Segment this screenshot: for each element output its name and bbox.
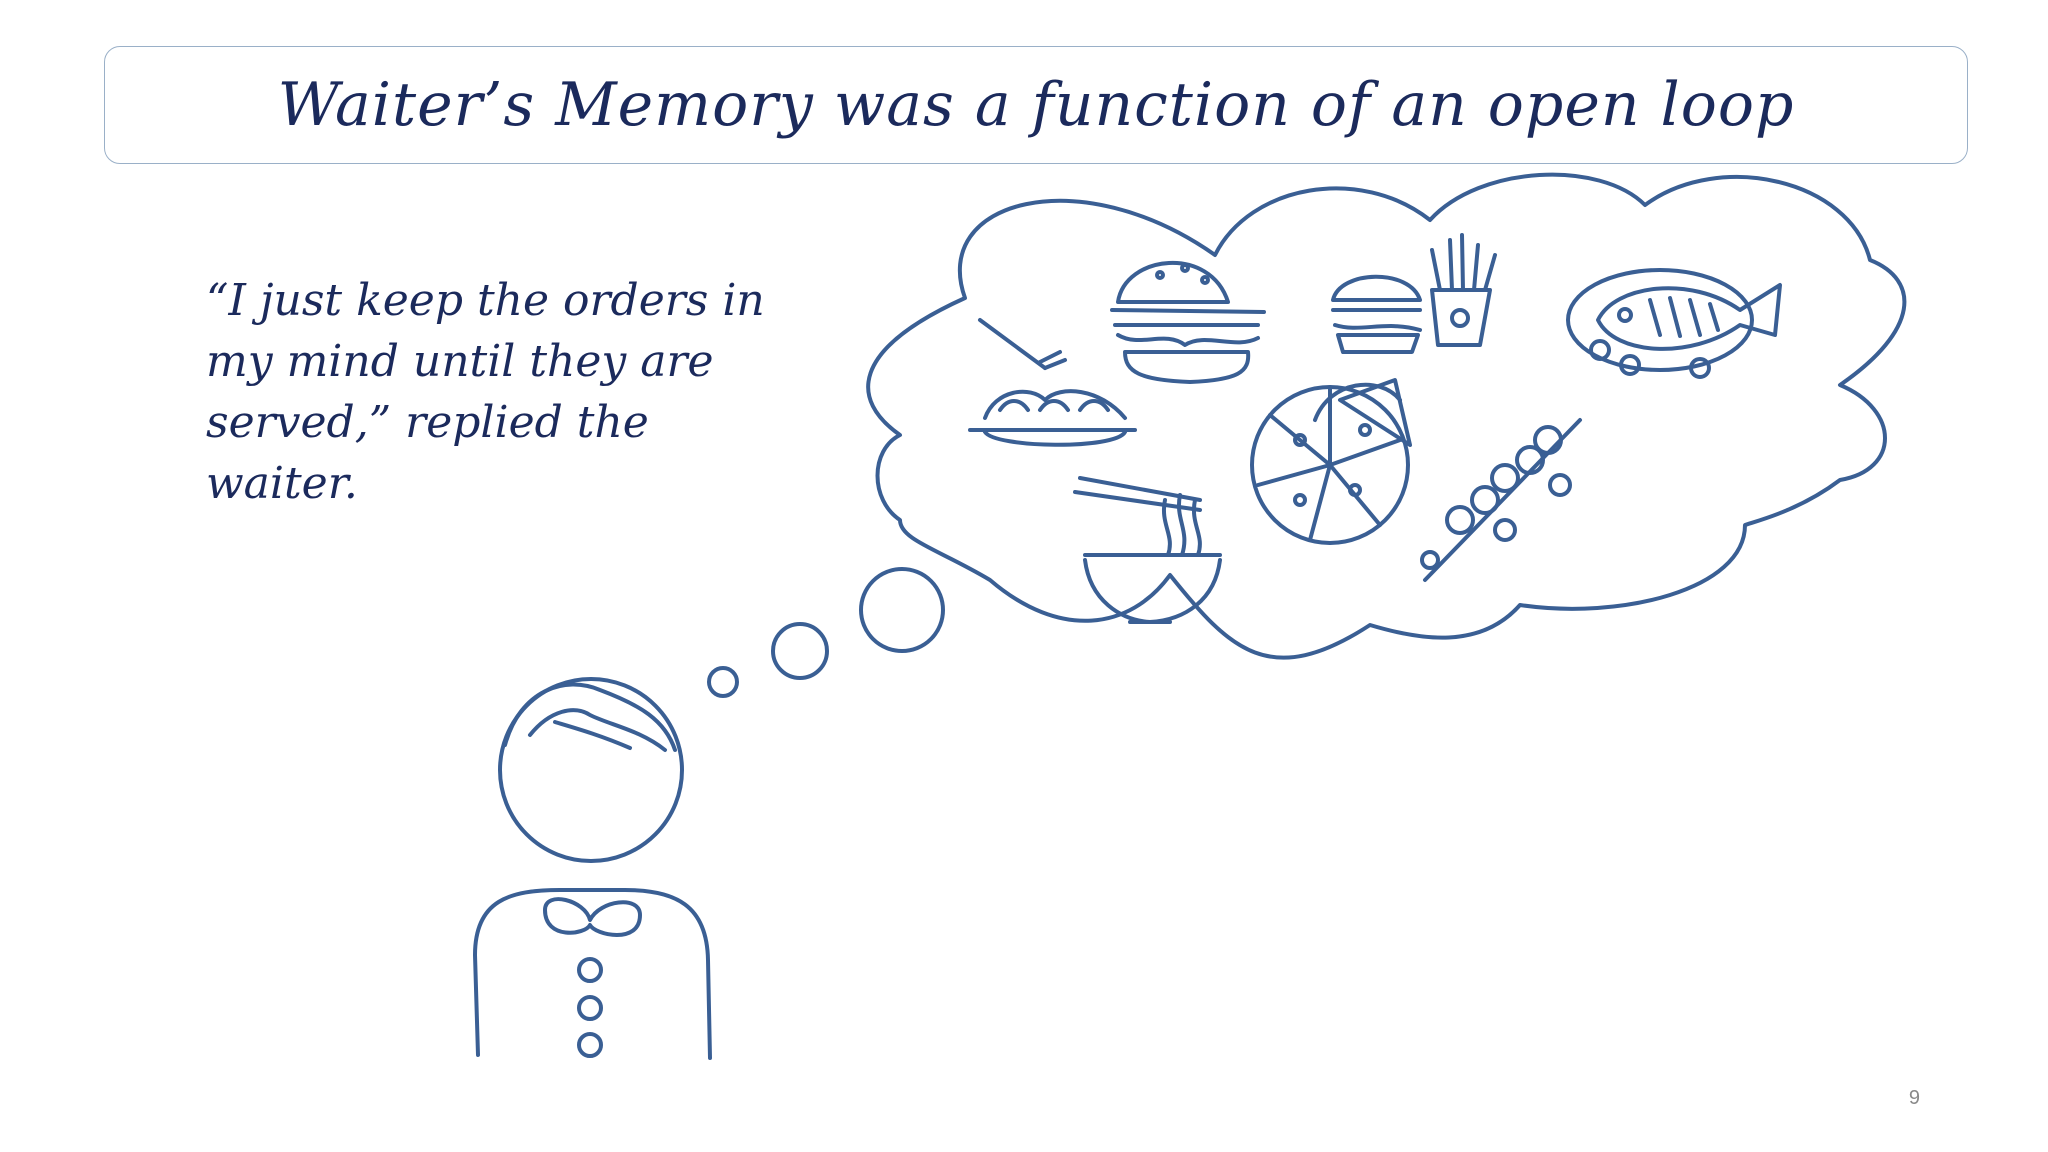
noodle-bowl-icon: [1073, 476, 1222, 624]
thought-bubble-large: [859, 567, 945, 653]
fish-dish-icon: [1566, 268, 1782, 379]
burger-icon: [1110, 261, 1266, 384]
burger-fries-icon: [1331, 233, 1497, 354]
thought-cloud: [866, 172, 1907, 660]
thought-bubble-medium: [771, 622, 829, 680]
pizza-icon: [1250, 378, 1412, 545]
spaghetti-icon: [968, 318, 1137, 447]
skewer-icon: [1420, 418, 1582, 582]
page-number: 9: [1908, 1087, 1920, 1109]
waiter-icon: [473, 677, 712, 1060]
slide-title: Waiter’s Memory was a function of an ope…: [277, 70, 1795, 140]
waiter-quote: “I just keep the orders in my mind until…: [206, 275, 765, 509]
thought-bubble-small: [707, 666, 739, 698]
title-box: Waiter’s Memory was a function of an ope…: [104, 46, 1968, 164]
